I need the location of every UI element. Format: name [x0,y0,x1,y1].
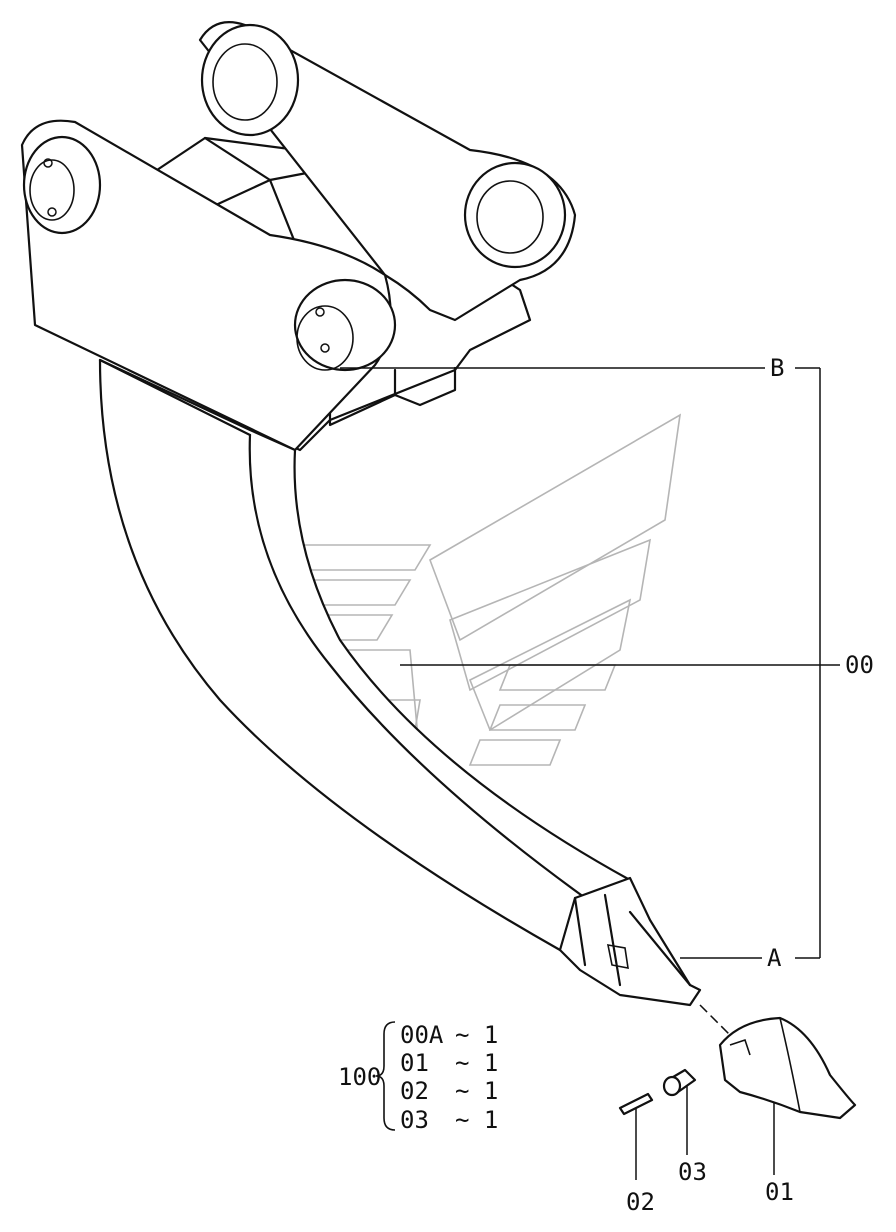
parts-row-qty: ~ 1 [455,1021,498,1049]
parts-row-part: 01 [400,1049,429,1077]
callout-b: B [770,354,784,382]
callout-02: 02 [626,1188,655,1216]
parts-row-qty: ~ 1 [455,1077,498,1105]
watermark-logo [246,413,682,766]
assembly-number: 100 [338,1063,381,1091]
lock-pin-part [618,1092,654,1116]
brace-bracket [375,1021,396,1131]
pin-sleeve-part [662,1068,697,1097]
parts-list: 100 00A ~ 1 01 ~ 1 02 ~ 1 03 ~ 1 [338,1021,498,1134]
parts-row-part: 00A [400,1021,444,1049]
parts-row-part: 02 [400,1077,429,1105]
parts-row-qty: ~ 1 [455,1049,498,1077]
ripper-shank-body [20,21,702,1007]
parts-row-qty: ~ 1 [455,1106,498,1134]
callout-00: 00 [845,651,874,679]
callout-01: 01 [765,1178,794,1206]
parts-row-part: 03 [400,1106,429,1134]
leader-lines [340,367,840,1180]
tooth-point-part [718,1016,857,1120]
callout-a: A [767,944,782,972]
callout-03: 03 [678,1158,707,1186]
